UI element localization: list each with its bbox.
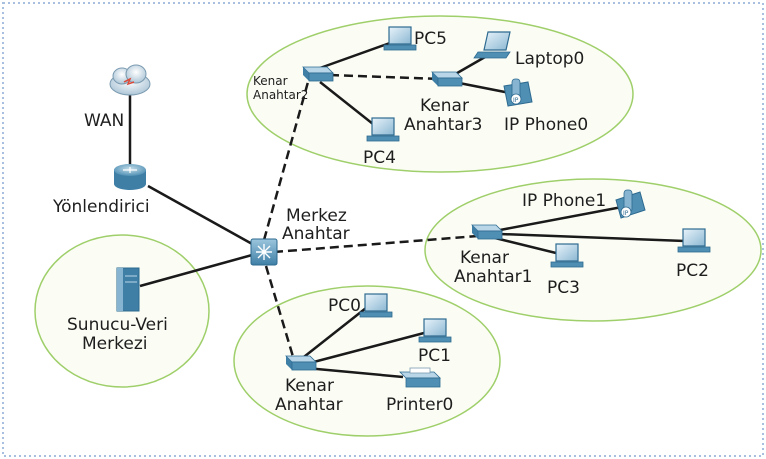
edge-switch2-label-line1: Kenar	[253, 74, 288, 88]
wan-label: WAN	[84, 111, 124, 131]
printer0-icon[interactable]	[399, 367, 441, 388]
server-label-line2: Merkezi	[82, 334, 147, 354]
link-router-core	[147, 184, 255, 247]
link-edge-pc1	[305, 331, 425, 366]
pc3-label: PC3	[547, 278, 580, 298]
edge-switch1-label-line2: Anahtar1	[454, 267, 532, 287]
edge-switch3-label-line2: Anahtar3	[404, 115, 482, 135]
pc1-label: PC1	[418, 346, 451, 366]
router-icon[interactable]	[114, 164, 146, 190]
pc1-icon[interactable]	[418, 318, 452, 343]
link-edge3-phone0	[453, 80, 511, 95]
link-edge-pc0	[299, 307, 367, 361]
pc5-icon[interactable]	[383, 26, 417, 51]
edge-switch2-icon[interactable]	[302, 66, 334, 82]
core-switch-icon[interactable]	[250, 238, 278, 266]
link-edge2-pc5	[319, 41, 391, 70]
edge-switch3-icon[interactable]	[431, 71, 463, 87]
laptop0-icon[interactable]	[473, 31, 511, 59]
link-edge-printer	[305, 366, 404, 379]
ip-phone0-label: IP Phone0	[504, 115, 588, 135]
router-label: Yönlendirici	[52, 197, 150, 217]
group-edge-switch1	[424, 178, 762, 322]
pc3-icon[interactable]	[550, 243, 584, 268]
link-core-edge	[264, 265, 296, 361]
svg-text:IP: IP	[623, 210, 629, 217]
group-edge-switch2	[246, 15, 634, 173]
edge-switch-label-line1: Kenar	[285, 376, 334, 396]
pc5-label: PC5	[414, 29, 447, 49]
pc2-label: PC2	[676, 261, 709, 281]
core-switch-label-line1: Merkez	[286, 206, 347, 226]
pc0-label: PC0	[328, 296, 361, 316]
ip-phone1-icon[interactable]: IP	[615, 189, 646, 219]
wan-cloud-icon[interactable]	[109, 64, 151, 96]
svg-text:IP: IP	[513, 97, 519, 104]
edge-switch1-label-line1: Kenar	[460, 248, 509, 268]
link-core-edge1	[273, 234, 479, 254]
server-label-line1: Sunucu-Veri	[67, 315, 168, 335]
ip-phone0-icon[interactable]: IP	[503, 78, 533, 107]
printer0-label: Printer0	[386, 395, 453, 415]
edge-switch-label-line2: Anahtar	[275, 395, 343, 415]
link-edge1-pc3	[494, 236, 561, 256]
pc4-label: PC4	[363, 148, 396, 168]
edge-switch2-label-line2: Anahtar2	[253, 88, 308, 102]
ip-phone1-label: IP Phone1	[522, 191, 606, 211]
laptop0-label: Laptop0	[515, 49, 584, 69]
pc0-icon[interactable]	[359, 293, 393, 318]
edge-switch3-label-line1: Kenar	[420, 96, 469, 116]
link-edge2-pc4	[319, 81, 379, 129]
edge-switch-icon[interactable]	[285, 355, 317, 371]
link-edge2-edge3	[329, 73, 441, 81]
server-icon[interactable]	[116, 267, 140, 312]
core-switch-label-line2: Anahtar	[282, 224, 350, 244]
links	[128, 41, 686, 379]
pc4-icon[interactable]	[366, 117, 400, 142]
link-server-core	[139, 253, 253, 288]
link-edge1-phone1	[499, 205, 623, 232]
pc2-icon[interactable]	[677, 228, 711, 253]
edge-switch1-icon[interactable]	[471, 224, 503, 240]
link-edge1-pc2	[499, 232, 686, 243]
